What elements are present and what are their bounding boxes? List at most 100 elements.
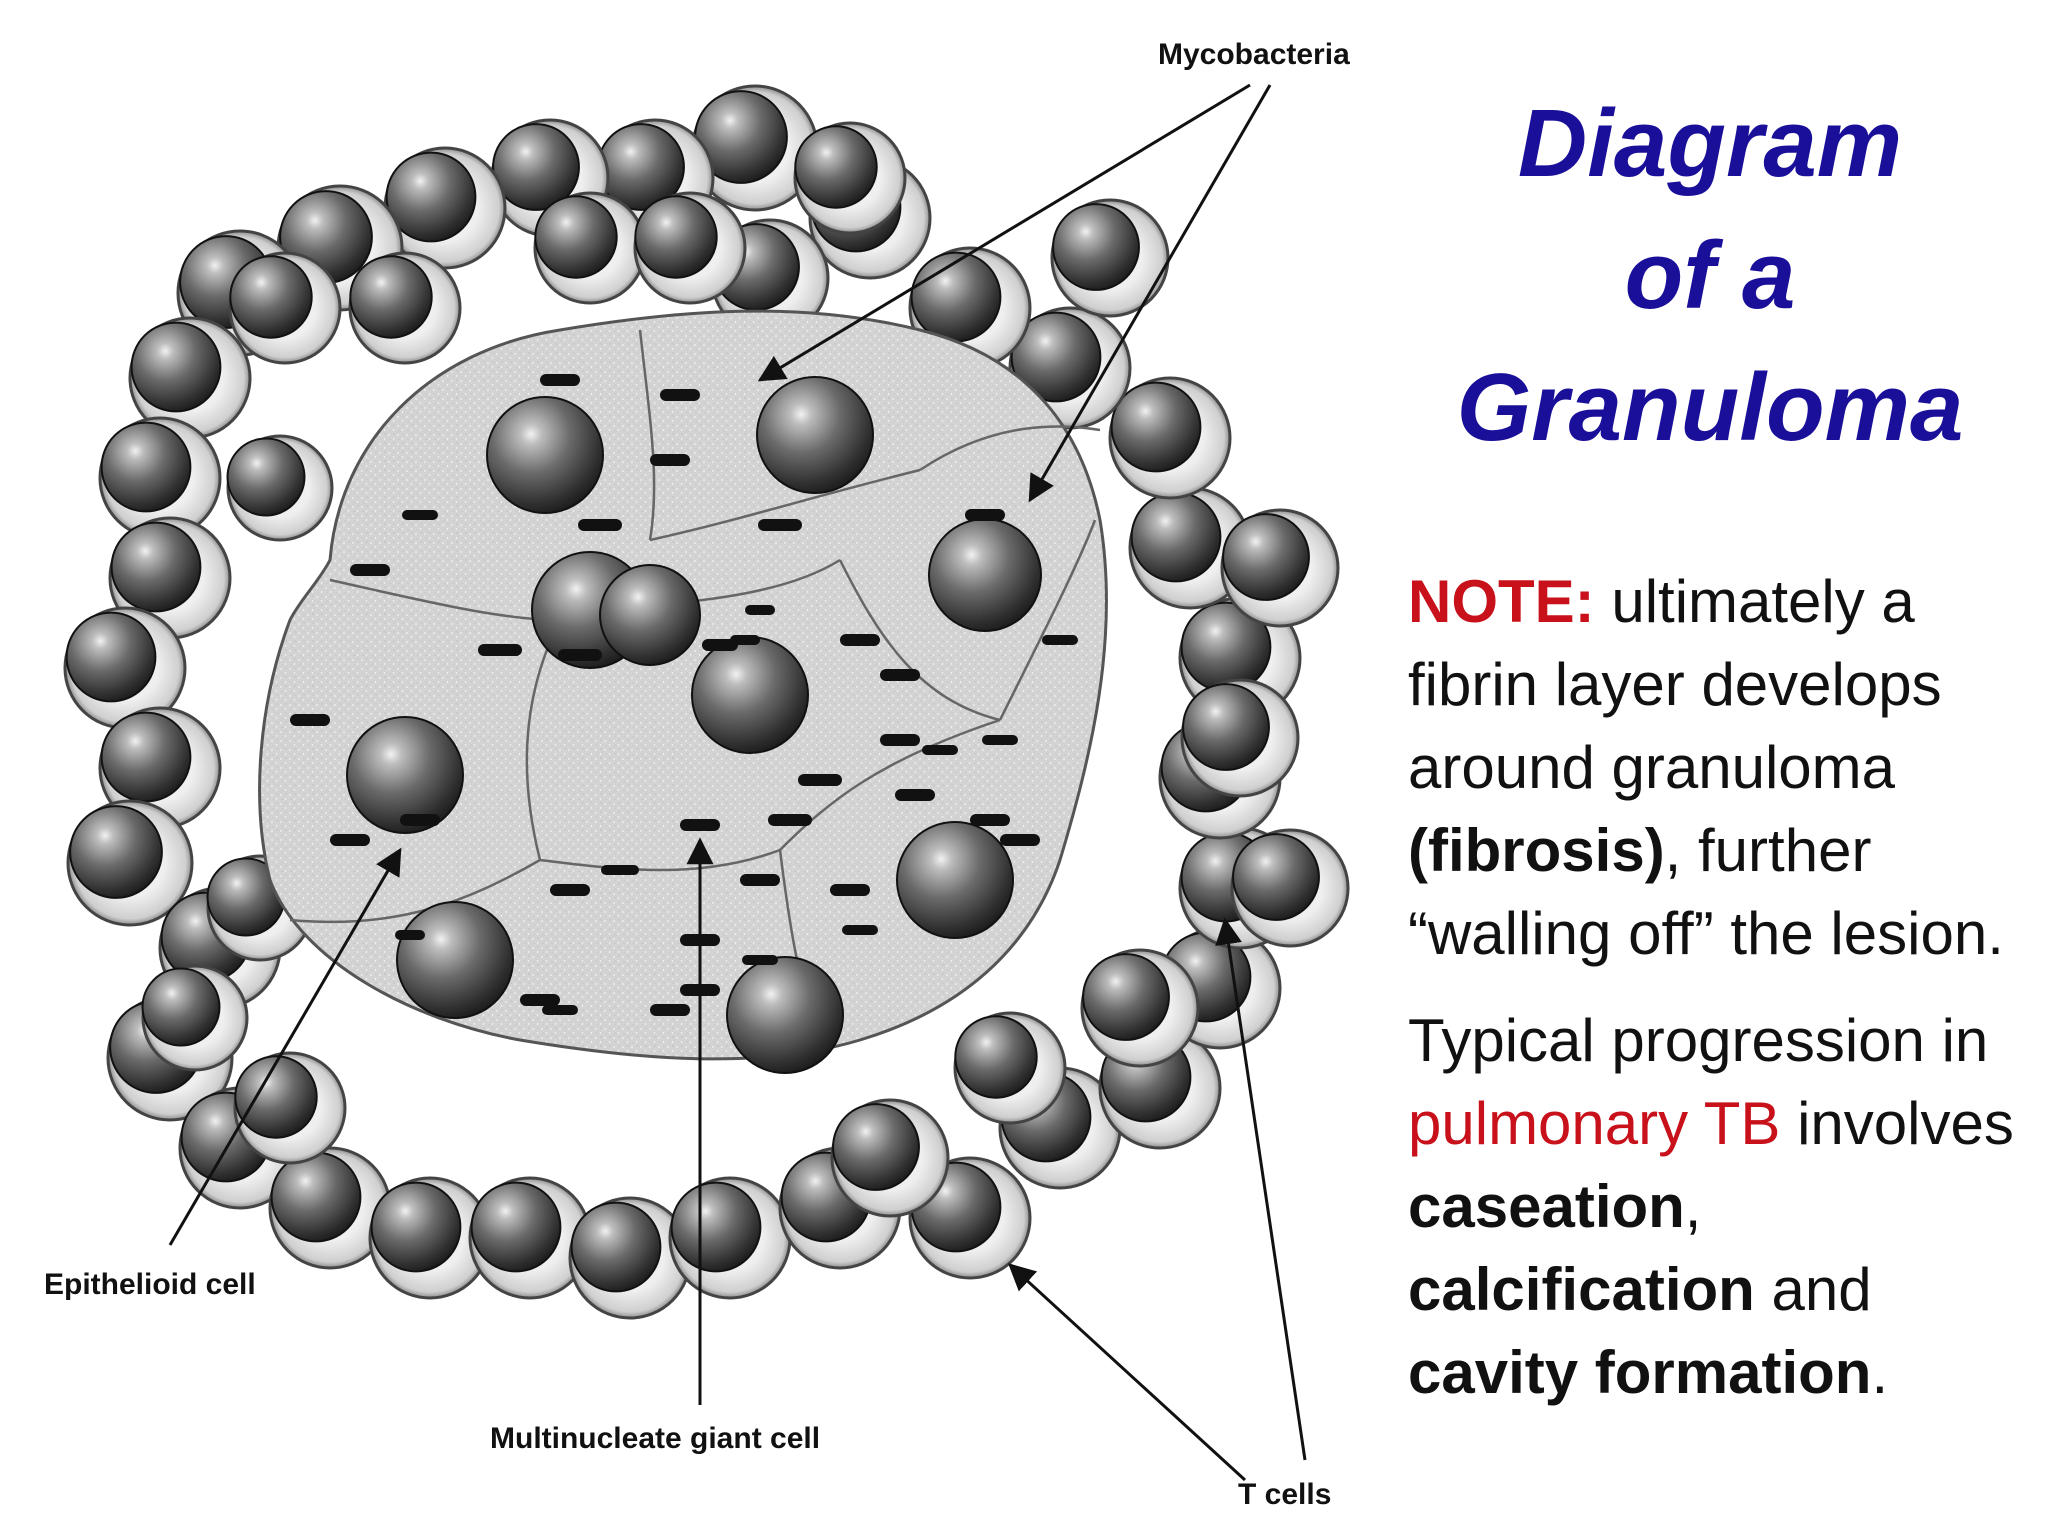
nucleus <box>928 518 1042 632</box>
note-text-a: ultimately a fibrin layer develops aroun… <box>1408 568 1942 801</box>
note-label: NOTE: <box>1408 568 1595 635</box>
mycobacterium <box>965 509 1005 521</box>
t-cell <box>1108 376 1232 500</box>
mycobacterium <box>895 789 935 801</box>
cell-membrane <box>779 718 1001 851</box>
progression-text-c: , <box>1684 1173 1702 1240</box>
cell-membrane <box>919 425 1101 472</box>
mycobacterium <box>520 994 560 1006</box>
t-cell <box>383 146 507 270</box>
t-cell <box>468 1176 592 1300</box>
progression-text-a: Typical progression in <box>1408 1007 1989 1074</box>
mycobacterium <box>842 925 878 935</box>
core-boundary <box>258 309 1108 1061</box>
mycobacterium <box>880 669 920 681</box>
progression-text-e: . <box>1871 1339 1889 1406</box>
nucleus <box>756 376 874 494</box>
t-cell <box>268 1146 392 1270</box>
note-fibrosis: (fibrosis) <box>1408 817 1665 884</box>
mycobacterium <box>840 634 880 646</box>
epithelioid-cell-label: Epithelioid cell <box>44 1268 256 1301</box>
t-cell <box>691 84 819 212</box>
t-cell <box>953 1011 1067 1125</box>
granuloma-core <box>258 309 1108 1074</box>
t-cell <box>233 1051 347 1165</box>
t-cell <box>228 251 342 365</box>
cell-membrane <box>539 848 781 872</box>
t-cell <box>668 1176 792 1300</box>
mycobacterium <box>542 1005 578 1015</box>
t-cell <box>830 1098 950 1218</box>
mycobacterium <box>680 819 720 831</box>
nucleus <box>396 901 514 1019</box>
t-cell <box>1008 306 1132 430</box>
mycobacterium <box>550 884 590 896</box>
mycobacterium <box>702 639 738 651</box>
callout-arrow <box>757 83 1251 382</box>
mycobacteria-label: Mycobacteria <box>1158 38 1350 71</box>
t-cell <box>66 799 194 927</box>
cell-membrane <box>649 468 921 542</box>
t-cell <box>226 434 334 542</box>
nucleus <box>726 956 844 1074</box>
mycobacterium <box>745 605 775 615</box>
callout-arrow <box>1215 917 1307 1461</box>
t-cell <box>98 706 222 830</box>
title-line-3: Granuloma <box>1456 354 1964 461</box>
note-text-b: , further “walling off” the lesion. <box>1408 817 2004 967</box>
giant-cell-label: Multinucleate giant cell <box>490 1422 821 1455</box>
mycobacterium <box>830 884 870 896</box>
title-line-1: Diagram <box>1517 90 1903 197</box>
mycobacterium <box>400 814 440 826</box>
progression-text-d: and <box>1754 1256 1872 1323</box>
nucleus <box>486 396 604 514</box>
mycobacterium <box>478 644 522 656</box>
mycobacterium <box>1042 635 1078 645</box>
callout-arrows <box>168 83 1307 1482</box>
t-cell-layer <box>63 84 1350 1320</box>
cell-membrane <box>638 329 656 541</box>
mycobacterium <box>740 874 780 886</box>
t-cell <box>1050 198 1170 318</box>
callout-arrow <box>1028 84 1272 503</box>
t-cell <box>108 516 232 640</box>
t-cell <box>568 1196 692 1320</box>
slide-title: Diagram of a Granuloma <box>1390 78 2030 474</box>
cell-membrane <box>998 519 1097 721</box>
mycobacterium <box>742 955 778 965</box>
t-cell <box>348 251 462 365</box>
t-cell <box>1220 508 1340 628</box>
nucleus <box>691 636 809 754</box>
mycobacterium <box>730 635 760 645</box>
nucleus <box>346 716 464 834</box>
t-cell <box>1230 828 1350 948</box>
t-cell <box>633 191 747 305</box>
mycobacterium <box>330 834 370 846</box>
nucleus <box>599 564 701 666</box>
mycobacterium <box>350 564 390 576</box>
t-cell <box>1080 948 1200 1068</box>
mycobacterium <box>290 714 330 726</box>
t-cell <box>793 121 907 235</box>
mycobacterium <box>650 454 690 466</box>
mycobacterium <box>650 1004 690 1016</box>
mycobacterium <box>540 374 580 386</box>
callout-arrow <box>168 847 402 1246</box>
progression-highlight: pulmonary TB <box>1408 1090 1781 1157</box>
t-cells-label: T cells <box>1238 1478 1332 1511</box>
mycobacterium <box>395 930 425 940</box>
mycobacterium <box>880 734 920 746</box>
mycobacterium <box>660 389 700 401</box>
mycobacterium <box>758 519 802 531</box>
callout-arrow <box>1008 1263 1247 1482</box>
mycobacterium <box>402 510 438 520</box>
t-cell <box>1128 486 1252 610</box>
note-paragraph: NOTE: ultimately a fibrin layer develops… <box>1408 560 2038 975</box>
mycobacterium <box>1000 834 1040 846</box>
t-cell <box>141 964 249 1072</box>
mycobacterium <box>558 649 602 661</box>
t-cell <box>533 191 647 305</box>
mycobacterium <box>970 814 1010 826</box>
progression-text-b: involves <box>1780 1090 2014 1157</box>
